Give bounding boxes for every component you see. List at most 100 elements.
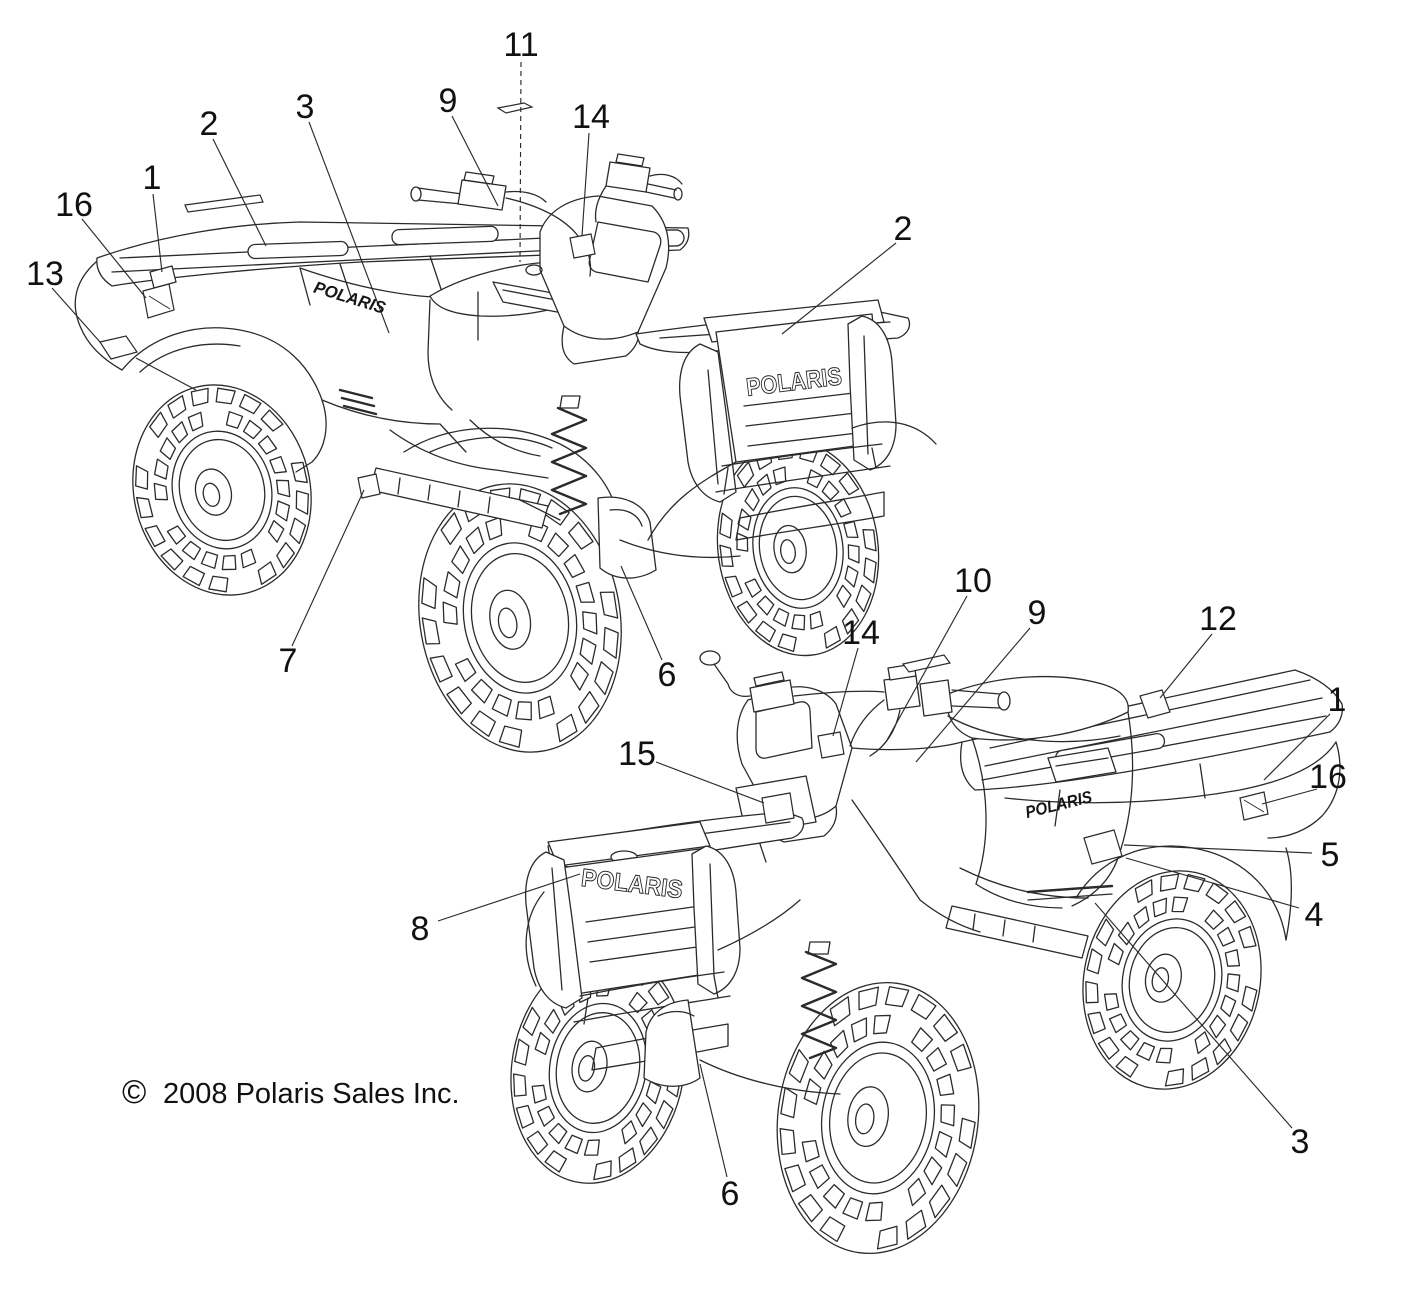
leader-line-item-1 (1263, 713, 1331, 781)
leader-line-item-2 (212, 138, 267, 247)
decal-fender-label-left-inner (148, 295, 171, 310)
leader-line-item-4 (1125, 857, 1300, 909)
brush-guard-left (524, 851, 583, 1009)
rack-corner-bracket (149, 265, 177, 289)
callout-label-4: 4 (1305, 896, 1324, 934)
front-bumper-bars (715, 443, 891, 495)
fender-edge (1285, 847, 1292, 941)
leader-line-item-2 (781, 242, 897, 335)
front-bumper-bars (573, 971, 731, 1025)
atv-bottom-wheels (510, 870, 1262, 1255)
footwell-line (389, 429, 549, 479)
mirror-head (699, 650, 721, 666)
decal-shapes-layer (99, 102, 1269, 865)
side-vent-slats (338, 388, 378, 416)
callout-label-16: 16 (1309, 758, 1347, 796)
louver-line (1055, 757, 1109, 767)
leader-line-item-16 (1261, 788, 1318, 805)
brake-lever (505, 190, 547, 203)
shock-mount (559, 395, 581, 409)
instrument-panel (755, 701, 813, 759)
leader-line-item-8 (437, 873, 581, 922)
callout-label-14: 14 (572, 98, 610, 136)
brake-housing-left (749, 679, 795, 713)
guard-inner-line (551, 867, 563, 991)
side-panel-lines (427, 291, 479, 411)
leader-line-item-15 (655, 761, 765, 804)
leader-line-item-16 (81, 218, 147, 299)
brake-master-cylinder (883, 675, 921, 711)
copyright-symbol: © (122, 1073, 146, 1110)
leader-line-item-10 (885, 595, 968, 743)
instrument-panel (588, 221, 662, 283)
decal-fender-label-right-inner (1243, 799, 1265, 813)
leader-line-item-9 (915, 627, 1031, 763)
grille-slats (743, 391, 867, 447)
callout-label-5: 5 (1321, 836, 1340, 874)
decal-pod-label-top-atv (569, 233, 596, 259)
callout-label-14: 14 (842, 614, 880, 652)
intake-louver (1047, 747, 1117, 783)
guard-inner-line (863, 335, 869, 455)
body-crease (321, 399, 467, 453)
coil-spring-top-atv (550, 406, 588, 516)
rear-wheel-arch-bottom-atv (1075, 845, 1287, 941)
left-grip (417, 187, 463, 205)
footwell-line (959, 867, 1089, 899)
grip-end (673, 187, 683, 201)
callout-label-12: 12 (1199, 600, 1237, 638)
brush-guard-right (847, 315, 897, 471)
copyright-text: 2008 Polaris Sales Inc. (163, 1078, 460, 1110)
mud-guard-line (609, 508, 643, 527)
board-treads (972, 913, 1036, 943)
leader-line-item-13 (51, 287, 101, 343)
callout-label-3: 3 (296, 88, 315, 126)
bumper-lower-loop (735, 491, 885, 541)
panel-rear-edge (1117, 711, 1134, 859)
leader-line-item-14 (832, 647, 859, 737)
fender-tip (1267, 741, 1341, 839)
callout-label-9: 9 (439, 82, 458, 120)
frame-lines (469, 419, 741, 559)
handlebar-tube (594, 185, 607, 223)
mud-guard-top-atv (597, 496, 657, 579)
brush-guard-left (678, 343, 737, 503)
rack-pad (247, 240, 349, 260)
throttle-cap (615, 153, 645, 167)
panel-front-edge (971, 737, 987, 885)
handlebar-tube (793, 690, 885, 697)
callout-label-2: 2 (200, 105, 219, 143)
callout-label-1: 1 (1328, 681, 1347, 719)
callout-label-3: 3 (1291, 1123, 1310, 1161)
decal-rack-strip (184, 194, 264, 213)
guard-inner-line (709, 863, 715, 977)
handlebar-tube (849, 699, 885, 747)
callout-label-6: 6 (721, 1175, 740, 1213)
rear-fender-top (1004, 741, 1337, 804)
shock-mount (807, 941, 831, 955)
decal-box-label (761, 792, 795, 824)
leader-line-item-7 (291, 489, 365, 647)
leader-line-item-3 (308, 121, 390, 334)
front-wheel-arch-top-atv (403, 427, 619, 517)
body-crease (717, 899, 801, 951)
leader-line-item-5 (1123, 844, 1313, 854)
reservoir-cap (463, 171, 495, 185)
callout-label-10: 10 (954, 562, 992, 600)
leader-line-item-13 (135, 357, 197, 391)
wheel (132, 384, 312, 596)
callout-label-1: 1 (143, 159, 162, 197)
throttle-housing (919, 679, 953, 717)
leader-line-item-3 (1094, 902, 1293, 1129)
mud-guard-bottom-atv (643, 999, 701, 1087)
frame-lines (699, 799, 981, 1095)
leader-line-item-12 (1159, 633, 1213, 699)
left-wheel-arch-line (525, 891, 545, 987)
mirror-stalk (713, 663, 751, 698)
wheel (1082, 870, 1262, 1090)
decal-side-label-right (1083, 829, 1123, 865)
grip-end (997, 691, 1011, 711)
leader-line-item-1 (152, 193, 163, 273)
